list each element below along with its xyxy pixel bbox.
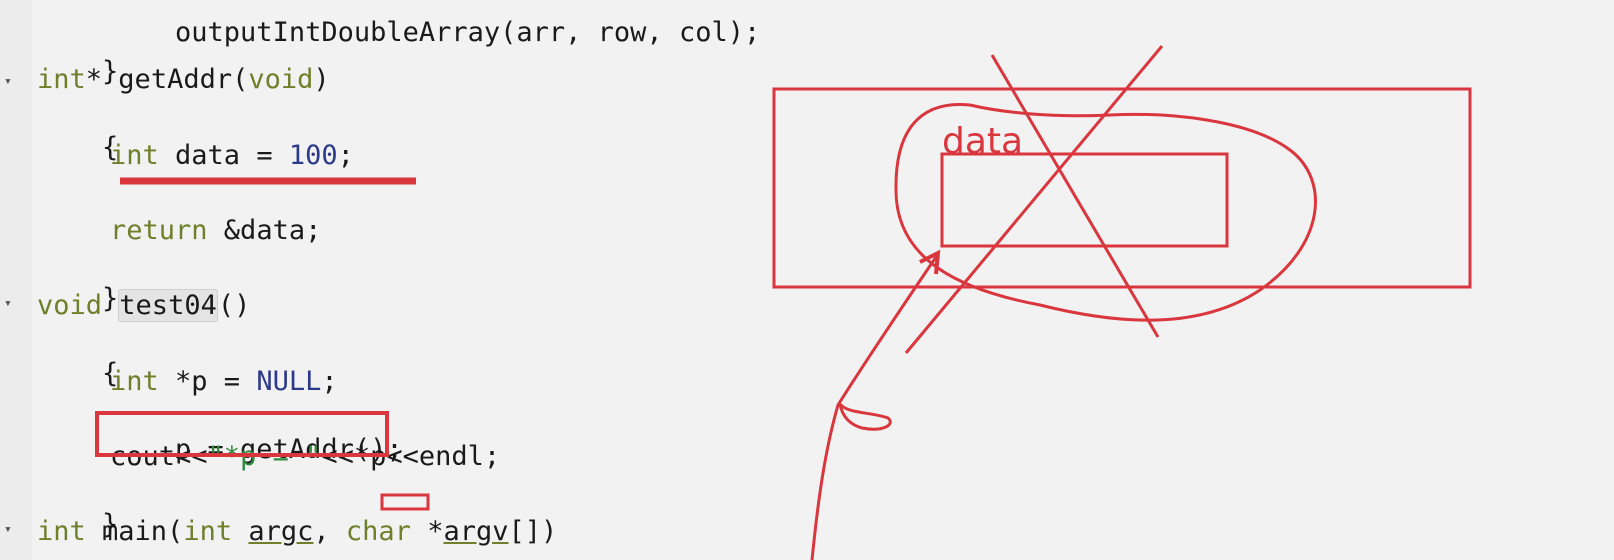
cross-mark: [904, 45, 1164, 354]
code-text: <<*p<<endl;: [321, 441, 501, 472]
memory-frame-box: [772, 87, 1472, 289]
code-text: data =: [158, 140, 289, 171]
fold-toggle-icon[interactable]: ▾: [4, 522, 12, 537]
brace: {: [102, 358, 119, 389]
small-box: [380, 493, 430, 511]
code-line[interactable]: {: [37, 103, 118, 193]
code-text: [232, 516, 248, 547]
code-text: []): [508, 516, 558, 547]
keyword: int: [110, 366, 159, 397]
keyword: char: [345, 516, 411, 547]
keyword: int: [183, 516, 233, 547]
arrow-head: [919, 249, 941, 275]
code-line[interactable]: return &data;: [110, 216, 321, 246]
null-literal: NULL: [256, 366, 322, 397]
handwritten-data-label: data: [942, 121, 1024, 162]
code-text: *p =: [158, 366, 257, 397]
data-cell-box: [940, 152, 1229, 248]
brace: }: [102, 283, 119, 314]
pointer-p-mark: [838, 402, 892, 431]
string-literal: "*p = ": [207, 441, 322, 472]
code-line[interactable]: void test04(): [37, 289, 251, 322]
keyword: void: [248, 64, 314, 95]
number-literal: 100: [288, 140, 338, 171]
brace: }: [102, 56, 119, 87]
code-text: *: [410, 516, 444, 547]
code-text: ,: [313, 516, 346, 547]
parameter-name: argc: [248, 516, 314, 547]
code-text: ;: [337, 140, 354, 171]
code-line[interactable]: outputIntDoubleArray(arr, row, col);: [110, 0, 760, 78]
code-line[interactable]: {: [37, 329, 118, 419]
code-line[interactable]: int* getAddr(void): [37, 65, 330, 95]
arrow-line: [810, 256, 938, 560]
function-name: main(: [85, 516, 184, 547]
code-text: ;: [321, 366, 338, 397]
keyword: int: [110, 140, 159, 171]
code-text: outputIntDoubleArray(arr, row, col);: [175, 17, 761, 48]
code-text: *: [85, 64, 103, 95]
brace: }: [102, 509, 119, 540]
code-text: &data;: [207, 215, 322, 246]
keyword: void: [37, 290, 103, 321]
parameter-name: argv: [443, 516, 509, 547]
keyword: return: [110, 215, 208, 246]
code-line[interactable]: int *p = NULL;: [110, 367, 338, 397]
code-line[interactable]: int main(int argc, char *argv[]): [37, 517, 557, 547]
code-line[interactable]: int data = 100;: [110, 141, 354, 171]
code-text: (): [217, 290, 251, 321]
function-name: getAddr(: [102, 64, 249, 95]
fold-toggle-icon[interactable]: ▾: [4, 296, 12, 311]
code-text: cout<<: [110, 441, 208, 472]
code-text: [102, 290, 118, 321]
code-line[interactable]: }: [37, 254, 118, 344]
fold-toggle-icon[interactable]: ▾: [4, 74, 12, 89]
highlighted-function-name[interactable]: test04: [118, 289, 218, 322]
code-line[interactable]: cout<<"*p = "<<*p<<endl;: [110, 442, 500, 472]
keyword: int: [37, 64, 86, 95]
brace: {: [102, 132, 119, 163]
keyword: int: [37, 516, 86, 547]
code-line[interactable]: }: [37, 27, 118, 117]
line-gutter: ▾ ▾ ▾: [0, 0, 32, 560]
code-line[interactable]: }: [37, 480, 118, 560]
cross-mark: [990, 54, 1160, 338]
code-text: ): [313, 64, 330, 95]
